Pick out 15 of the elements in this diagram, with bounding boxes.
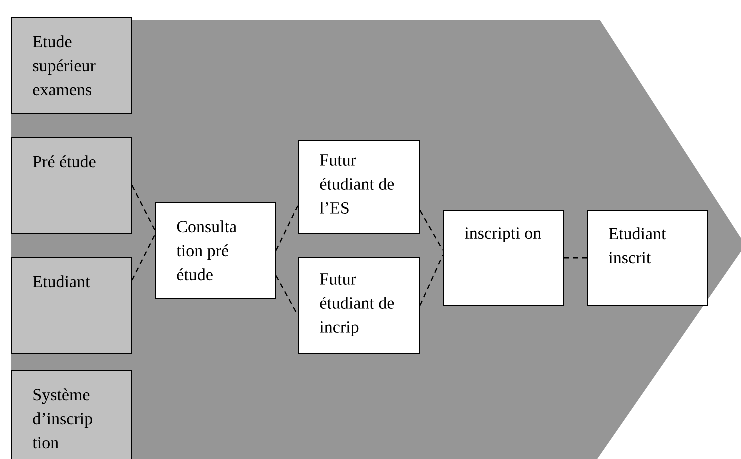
process-box: Consulta tion pré étude <box>155 202 276 300</box>
dashed-connector <box>132 234 156 281</box>
role-box: Etudiant <box>11 257 132 354</box>
dashed-connector <box>276 206 299 251</box>
process-box: Futur étudiant de l’ES <box>298 140 420 234</box>
role-box: Système d’inscrip tion <box>11 370 132 459</box>
dashed-connector <box>420 210 444 251</box>
process-box: Etudiant inscrit <box>587 210 708 306</box>
dashed-connector <box>564 258 587 259</box>
role-box: Pré étude <box>11 137 132 234</box>
dashed-connector <box>132 185 156 230</box>
process-box: Futur étudiant de incrip <box>298 257 420 354</box>
role-box: Etude supérieur examens <box>11 17 132 114</box>
dashed-connector <box>420 255 444 306</box>
process-box: inscripti on <box>443 210 564 306</box>
